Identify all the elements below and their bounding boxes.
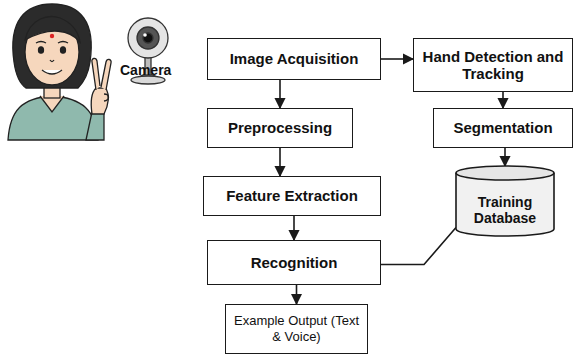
node-text: Training Database	[459, 194, 551, 226]
process-box: Image Acquisition	[207, 38, 381, 80]
node-text: Segmentation	[453, 119, 552, 136]
flow-arrow	[381, 228, 456, 265]
node-text: Preprocessing	[228, 119, 332, 136]
node-text: Example Output (Text & Voice)	[234, 313, 359, 344]
flow-arrow	[502, 92, 504, 108]
flow-arrow	[293, 216, 295, 240]
node-text: Image Acquisition	[230, 50, 359, 67]
database-cylinder: Training Database	[455, 166, 555, 236]
camera-label: Camera	[120, 62, 171, 78]
process-box: Preprocessing	[207, 108, 353, 148]
flow-arrow	[381, 58, 413, 60]
flow-arrow	[279, 148, 281, 176]
flow-arrow	[279, 80, 281, 108]
flow-arrow	[296, 285, 298, 304]
node-text: Feature Extraction	[226, 187, 358, 204]
process-box: Recognition	[207, 240, 381, 285]
output-box: Example Output (Text & Voice)	[225, 304, 368, 354]
node-text: Recognition	[251, 254, 338, 271]
flow-arrow	[504, 148, 506, 166]
process-box: Hand Detection and Tracking	[413, 38, 573, 92]
girl-illustration	[8, 4, 111, 140]
process-box: Segmentation	[433, 108, 573, 148]
node-text: Hand Detection and Tracking	[422, 48, 564, 83]
process-box: Feature Extraction	[203, 176, 381, 216]
